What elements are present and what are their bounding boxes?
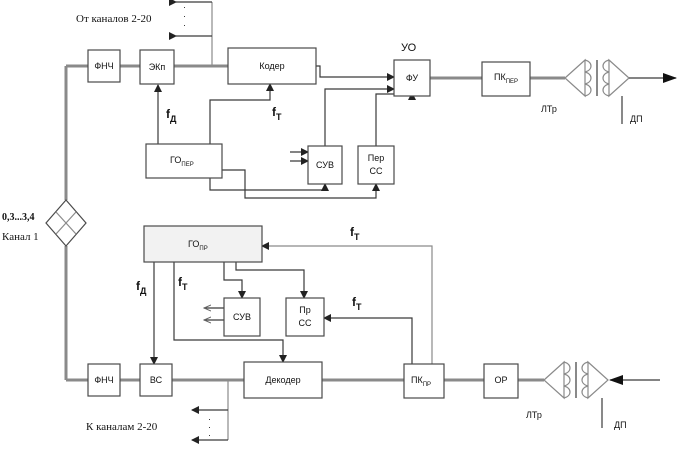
ltr-top-diamond-right xyxy=(608,58,630,98)
ft-bottom-line xyxy=(173,262,287,363)
ltr-bottom-label: ЛТр xyxy=(526,410,542,420)
dots-icon: · xyxy=(208,414,211,424)
suv-to-fu-line xyxy=(324,85,395,146)
ltr-top-coil-left xyxy=(584,59,592,97)
perss-to-fu-line xyxy=(375,92,416,146)
go-pr-label: ГОПР xyxy=(188,239,208,252)
ft-pk-label: fТ xyxy=(352,295,362,312)
per-ss-block xyxy=(357,145,395,185)
receive-path: · · · ГОПР СУВ Пр СС ФНЧ ВС Декодер xyxy=(64,225,544,444)
fu-label: ФУ xyxy=(406,73,418,83)
pkpr-to-gopr-line xyxy=(261,242,433,364)
fnch-bottom-label: ФНЧ xyxy=(94,375,113,385)
goper-to-perss-line xyxy=(222,169,380,199)
pr-ss-block xyxy=(285,297,325,337)
ltr-top-label: ЛТр xyxy=(541,104,557,114)
koder-block xyxy=(227,47,317,85)
goper-to-suv-line xyxy=(209,178,329,191)
pk-pr-label: ПКПР xyxy=(411,375,431,388)
go-per-label: ГОПЕР xyxy=(170,155,194,168)
fnch-top-block xyxy=(87,49,121,83)
suv-bottom-label: СУВ xyxy=(233,312,251,322)
ft-top-label: fТ xyxy=(272,105,282,122)
uo-label: УО xyxy=(401,42,417,54)
ltr-top-coil-right xyxy=(602,59,610,97)
ekn-label: ЭКп xyxy=(149,62,166,72)
transmit-path: · · · ФНЧ ЭКп Кодер УО ФУ ПКПЕР ГОПЕР xyxy=(64,0,565,200)
fd-bottom-label: fД xyxy=(136,279,147,296)
ft-bottom-label: fТ xyxy=(178,275,188,292)
suv-top-label: СУВ xyxy=(316,160,334,170)
pk-per-block xyxy=(481,61,531,97)
dp-top-label: ДП xyxy=(630,114,643,124)
dots-icon: · xyxy=(208,430,211,440)
pr-ss-label-2: СС xyxy=(299,318,312,328)
dots-icon: · xyxy=(183,11,186,21)
dekoder-block xyxy=(243,361,323,399)
dp-bottom-label: ДП xyxy=(614,420,627,430)
line-transformer-bottom: ЛТр ДП xyxy=(526,360,660,430)
ltr-bottom-diamond xyxy=(543,360,565,400)
ft-top-line xyxy=(209,83,274,144)
gopr-to-suv-line xyxy=(223,262,246,299)
input-range-label: 0,3...3,4 xyxy=(2,212,35,223)
suv-top-block xyxy=(307,145,343,185)
suv-bottom-block xyxy=(223,297,261,337)
pk-pr-block xyxy=(403,363,445,399)
ft-feedback-label: fТ xyxy=(350,225,360,242)
pkpr-to-prss-line xyxy=(323,314,413,364)
or-block xyxy=(483,363,519,399)
ltr-bottom-diamond-right xyxy=(587,360,609,400)
dots-icon: · xyxy=(183,2,186,12)
or-label: ОР xyxy=(494,375,507,385)
diff-system-inner xyxy=(55,211,77,235)
vs-label: ВС xyxy=(150,375,163,385)
pk-per-label: ПКПЕР xyxy=(494,72,518,85)
go-pr-block xyxy=(143,225,263,263)
gopr-to-prss-line xyxy=(235,262,308,299)
line-transformer-top: ЛТр ДП xyxy=(541,58,677,124)
per-ss-label-2: СС xyxy=(370,166,383,176)
differential-system xyxy=(45,199,87,247)
pr-ss-label-1: Пр xyxy=(299,305,310,315)
ltr-top-diamond xyxy=(564,58,586,98)
ltr-bottom-coil-left xyxy=(563,361,571,399)
from-channels-label: От каналов 2-20 xyxy=(76,13,152,25)
ekn-block xyxy=(139,49,175,85)
ltr-bottom-coil-right xyxy=(581,361,589,399)
channel-1-label: Канал 1 xyxy=(2,231,39,243)
dots-icon: · xyxy=(183,20,186,30)
per-ss-label-1: Пер xyxy=(368,153,384,163)
fnch-top-label: ФНЧ xyxy=(94,61,113,71)
dekoder-label: Декодер xyxy=(265,375,300,385)
vs-block xyxy=(139,363,173,397)
fnch-bottom-block xyxy=(87,363,121,397)
fu-block xyxy=(393,59,431,97)
to-channels-label: К каналам 2-20 xyxy=(86,421,158,433)
fd-top-label: fД xyxy=(166,107,177,124)
dots-icon: · xyxy=(208,422,211,432)
koder-label: Кодер xyxy=(259,61,284,71)
koder-to-fu-line xyxy=(316,65,395,81)
go-per-block xyxy=(145,143,223,179)
